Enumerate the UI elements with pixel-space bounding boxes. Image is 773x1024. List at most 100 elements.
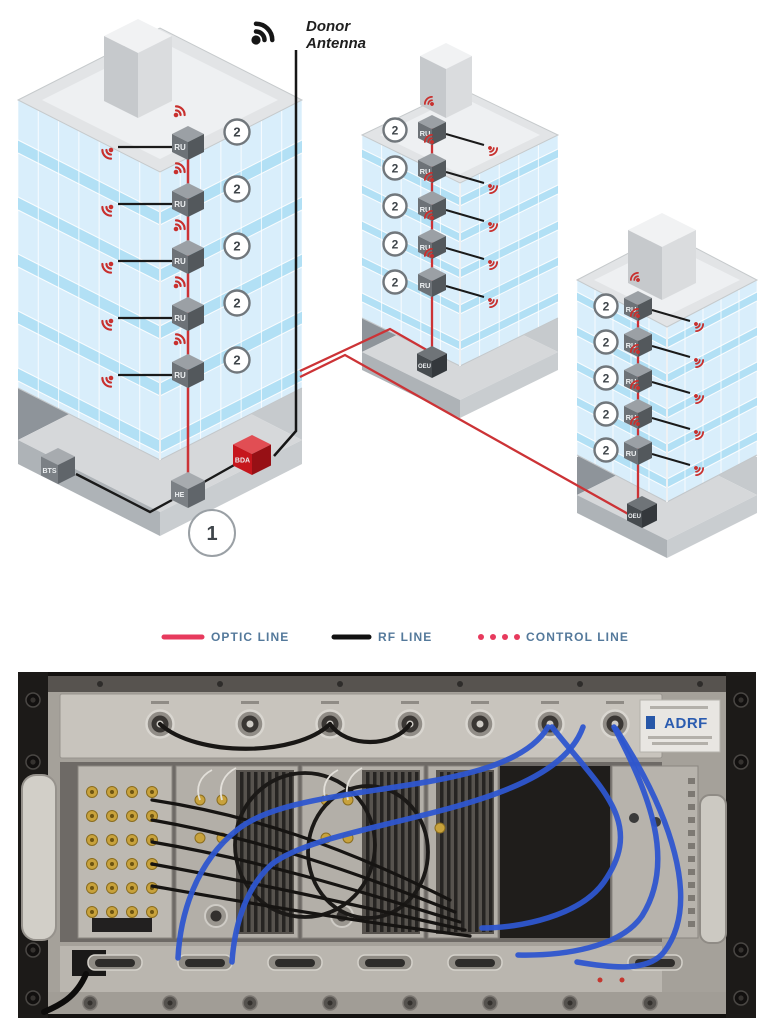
rf-line: [651, 345, 691, 358]
sma-connector: [126, 810, 138, 822]
svg-text:2: 2: [392, 161, 399, 175]
photo-cables-layer: [41, 721, 684, 1015]
floor-slab: [667, 432, 757, 488]
floor-slab: [460, 257, 558, 314]
wifi-antenna-icon: [423, 133, 434, 144]
count-badge: 1: [188, 509, 236, 557]
rf-line: [445, 133, 485, 146]
floor-slab: [18, 368, 160, 453]
wifi-antenna-icon: [101, 318, 114, 331]
sma-connector: [106, 906, 118, 918]
svg-text:RU: RU: [420, 281, 431, 290]
heatsink-fin: [440, 772, 444, 932]
sma-connector: [146, 906, 158, 918]
svg-text:2: 2: [233, 182, 240, 197]
vent-slot: [688, 830, 695, 836]
brand-logo-text: ADRF: [664, 715, 708, 732]
donor-antenna-group: Donor Antenna: [251, 18, 366, 457]
count-badge: 2: [593, 329, 619, 355]
sma-connector: [434, 822, 446, 834]
sma-connector: [126, 786, 138, 798]
count-badge: 2: [223, 289, 251, 317]
svg-text:RU: RU: [420, 243, 431, 252]
count-badge: 2: [223, 175, 251, 203]
svg-text:2: 2: [233, 353, 240, 368]
rf-line: [651, 417, 691, 430]
wifi-antenna-icon: [101, 204, 114, 217]
svg-text:2: 2: [392, 199, 399, 213]
count-badge: 2: [223, 232, 251, 260]
panel-screw: [337, 681, 343, 687]
wifi-antenna-icon: [423, 95, 434, 106]
svg-text:RU: RU: [174, 143, 186, 152]
sma-connector: [126, 906, 138, 918]
svg-text:RU: RU: [174, 257, 186, 266]
rf-line: [651, 453, 691, 466]
sma-connector: [86, 882, 98, 894]
donor-feed-rf-line: [273, 50, 298, 457]
rf-line: [445, 209, 485, 222]
panel-screw: [457, 681, 463, 687]
vent-slot: [688, 778, 695, 784]
sma-connector: [106, 882, 118, 894]
line-legend: OPTIC LINE RF LINE CONTROL LINE: [161, 630, 629, 644]
sma-connector: [106, 810, 118, 822]
n-connector: [204, 904, 228, 928]
n-connector: [235, 701, 265, 739]
vent-slot: [688, 791, 695, 797]
legend-optic-line-label: OPTIC LINE: [211, 630, 289, 644]
black-jumper-cable: [157, 721, 333, 751]
wifi-antenna-icon: [173, 333, 186, 346]
remote-unit-box: RU: [418, 153, 446, 183]
svg-text:2: 2: [392, 123, 399, 137]
sma-connector: [86, 810, 98, 822]
svg-text:BTS: BTS: [43, 468, 57, 475]
svg-text:RU: RU: [420, 205, 431, 214]
count-badge: 2: [382, 117, 408, 143]
blue-cable: [574, 726, 684, 970]
svg-text:1: 1: [206, 523, 217, 545]
rf-line-he-to-bda: [203, 462, 237, 484]
svg-text:RU: RU: [174, 371, 186, 380]
dsub-connector: [87, 954, 143, 971]
building-middle: [360, 43, 560, 418]
vent-slot: [688, 817, 695, 823]
blue-cable: [175, 724, 551, 961]
rail-bolt: [82, 995, 98, 1011]
wifi-antenna-icon: [694, 358, 705, 369]
svg-text:2: 2: [233, 125, 240, 140]
sma-connector: [86, 858, 98, 870]
svg-text:2: 2: [603, 371, 610, 385]
wifi-antenna-icon: [488, 298, 499, 309]
rack-bolt: [25, 692, 41, 708]
sma-connector: [106, 858, 118, 870]
wifi-antenna-icon: [423, 171, 434, 182]
svg-text:RU: RU: [420, 129, 431, 138]
vent-slot: [688, 843, 695, 849]
blue-cable: [479, 724, 624, 931]
count-badge: 2: [382, 269, 408, 295]
sma-connector: [146, 786, 158, 798]
bda-box: BDA: [233, 435, 271, 475]
heatsink-fin: [468, 772, 472, 932]
legend-control-line-label: CONTROL LINE: [526, 630, 629, 644]
rack-handle-left: [21, 774, 57, 941]
wifi-antenna-icon: [488, 222, 499, 233]
black-jumper-cable: [327, 721, 413, 744]
heatsink-fin: [275, 772, 279, 932]
coax-fan-cable: [150, 798, 452, 902]
panel-screw: [577, 681, 583, 687]
svg-text:2: 2: [233, 296, 240, 311]
rack-bolt: [25, 990, 41, 1006]
coax-fan-cable: [150, 818, 457, 914]
vent-slot: [688, 869, 695, 875]
heatsink-fin: [475, 772, 479, 932]
bts-box: BTS: [41, 448, 75, 484]
floor-slab: [460, 185, 558, 242]
floor-slab: [460, 293, 558, 350]
brand-plate: ADRF: [639, 699, 721, 753]
sma-connector: [106, 786, 118, 798]
